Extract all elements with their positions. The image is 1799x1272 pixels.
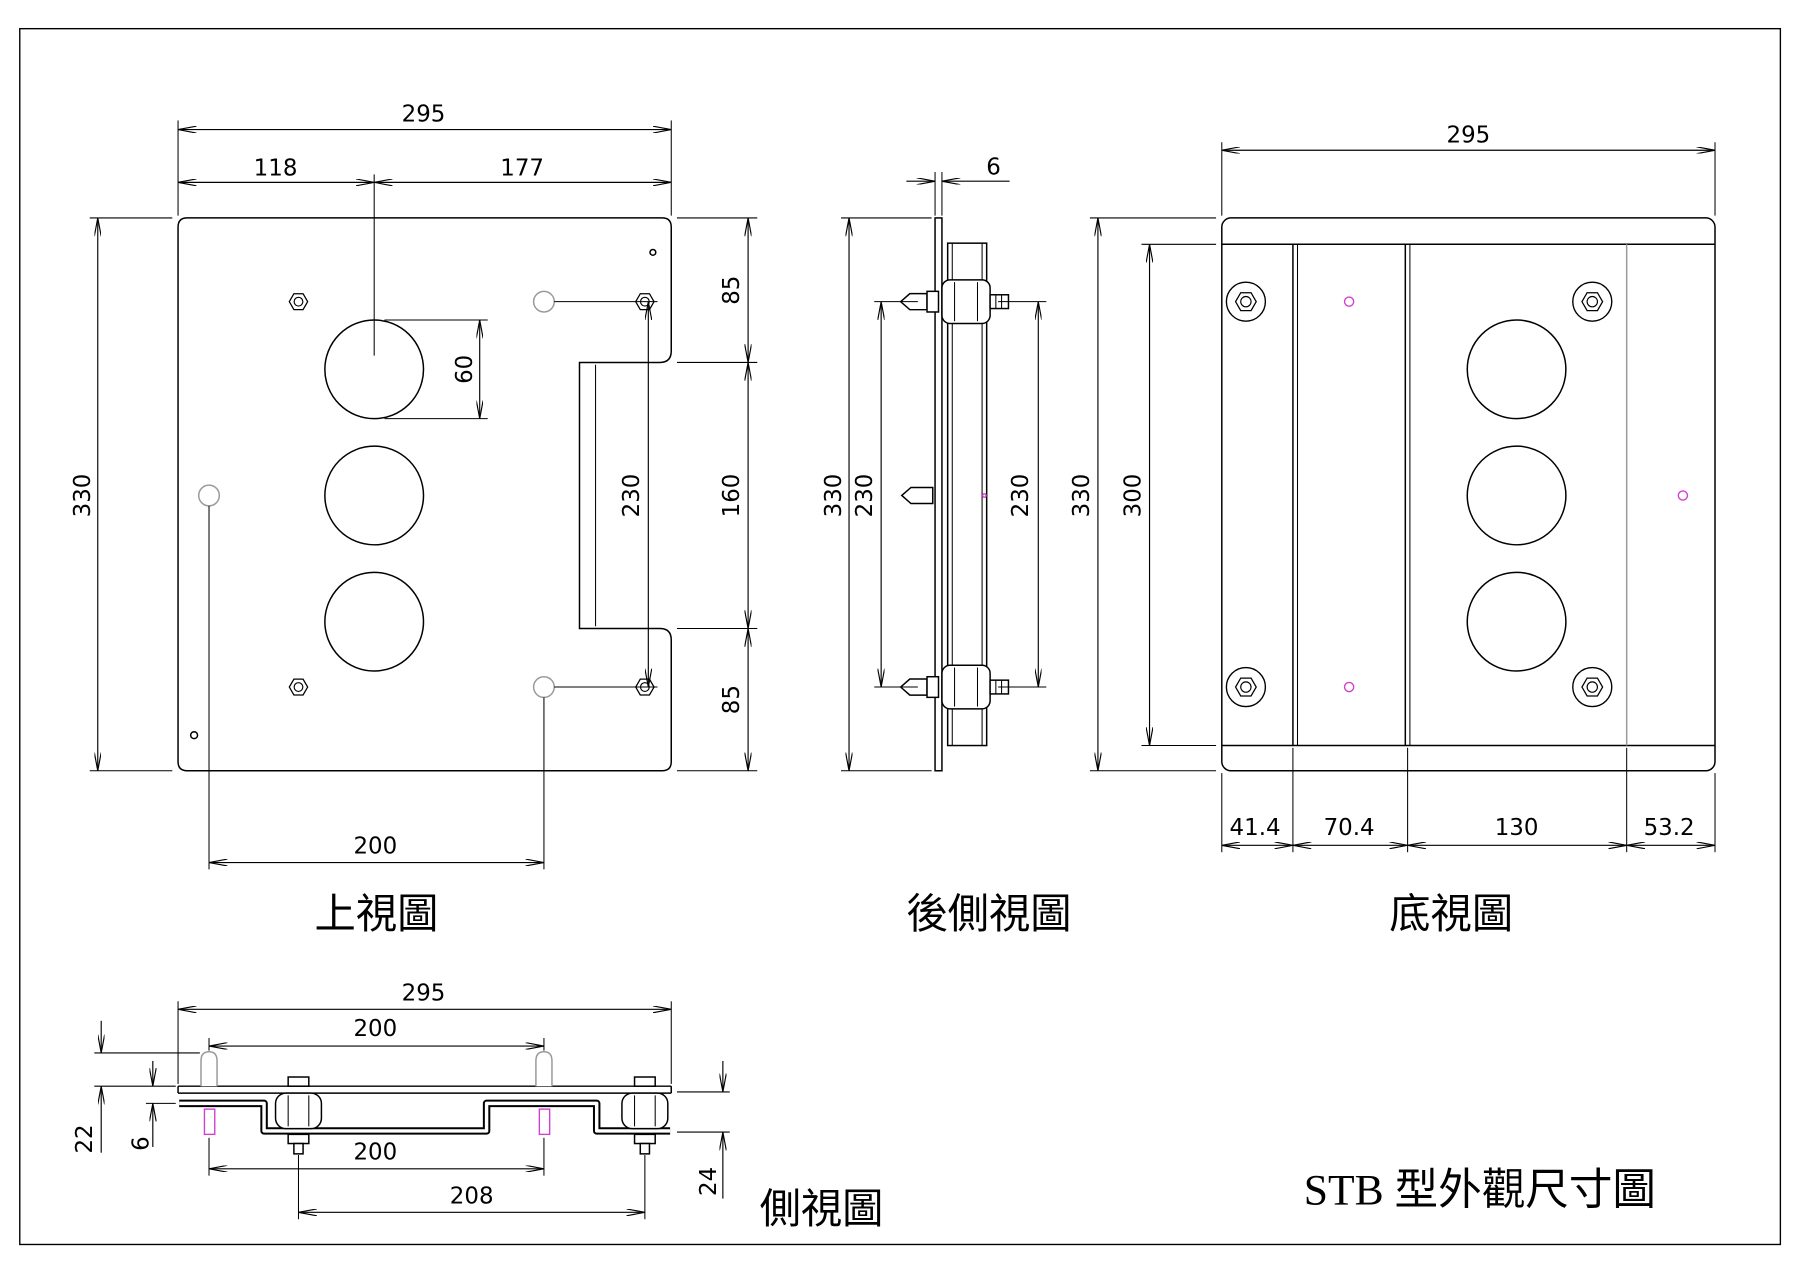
top-plate-outline xyxy=(177,217,672,772)
dim-left-to-hole-label: 118 xyxy=(254,156,298,182)
washer-bolt-icon xyxy=(1225,281,1267,322)
cable-hole-3 xyxy=(324,571,425,672)
marker-hole xyxy=(1677,490,1689,501)
rubber-mount-body xyxy=(941,279,991,325)
top-view: 295 118 177 330 60 230 85 160 85 200 上視圖 xyxy=(70,102,758,938)
rubber-mount-body xyxy=(621,1092,669,1130)
cable-hole-2 xyxy=(324,445,425,546)
pin-hole xyxy=(532,290,556,313)
pin-stub xyxy=(538,1108,551,1136)
dim-hole-dia-label: 60 xyxy=(452,355,478,384)
rear-body xyxy=(946,242,988,747)
hex-nut-icon xyxy=(288,293,309,311)
dim-pin-height-label: 22 xyxy=(72,1124,98,1153)
pin-hole xyxy=(197,484,221,507)
rubber-mount-body xyxy=(941,664,991,710)
bottom-view: 295 330 300 41.4 70.4 130 53.2 底視圖 xyxy=(1069,122,1716,938)
washer-bolt-icon xyxy=(1572,666,1613,708)
guide-pin xyxy=(535,1051,553,1087)
marker-dot xyxy=(981,493,987,498)
side-rubber-mount-left xyxy=(274,1076,323,1155)
bottom-view-title: 底視圖 xyxy=(1389,890,1513,938)
pin-stub xyxy=(203,1108,216,1136)
guide-pin xyxy=(200,1051,218,1087)
rear-plate xyxy=(934,217,943,772)
side-rubber-mount-right xyxy=(621,1076,669,1155)
dim-height-label: 330 xyxy=(70,474,96,518)
drawing-frame xyxy=(19,27,1782,1246)
washer-bolt-icon xyxy=(1572,281,1613,322)
dim-bolt-right-label: 230 xyxy=(1008,474,1034,518)
dim-pin-spacing-label: 200 xyxy=(353,833,397,859)
top-view-title: 上視圖 xyxy=(315,890,439,938)
small-hole xyxy=(649,248,657,256)
rear-view-title: 後側視圖 xyxy=(906,890,1071,938)
dim-segment-1-label: 41.4 xyxy=(1230,815,1281,841)
dim-top-margin-label: 85 xyxy=(719,276,745,305)
dim-bolt-left-label: 230 xyxy=(852,474,878,518)
center-pin xyxy=(900,486,934,505)
dim-height-label: 330 xyxy=(1069,474,1095,518)
dim-width-label: 295 xyxy=(1447,122,1491,148)
dim-inner-height-label: 300 xyxy=(1120,474,1146,518)
dim-segment-4-label: 53.2 xyxy=(1644,815,1695,841)
dim-pin-top-label: 200 xyxy=(353,1016,397,1042)
nut-top xyxy=(287,1076,310,1087)
cable-hole-1 xyxy=(1466,319,1567,420)
dim-bottom-margin-label: 85 xyxy=(719,685,745,714)
side-view-title: 側視圖 xyxy=(760,1185,884,1233)
marker-hole xyxy=(1343,681,1355,693)
side-channel-inner xyxy=(179,1101,671,1133)
cable-hole-3 xyxy=(1466,571,1567,672)
dim-height-label: 330 xyxy=(821,474,847,518)
nut-bottom xyxy=(633,1133,656,1145)
dim-pin-bottom-label: 200 xyxy=(353,1140,397,1166)
dim-width-label: 295 xyxy=(402,102,446,128)
nut xyxy=(926,675,940,699)
dim-width-label: 295 xyxy=(402,980,446,1006)
hex-nut-icon xyxy=(288,678,309,696)
dim-mount-spacing-label: 208 xyxy=(450,1183,494,1209)
small-hole xyxy=(189,731,199,740)
nut xyxy=(926,290,940,313)
washer-bolt-icon xyxy=(1225,666,1267,708)
bolt-shaft xyxy=(639,1142,651,1155)
dim-plate-label: 6 xyxy=(128,1136,154,1151)
rubber-mount-body xyxy=(274,1092,323,1130)
dim-hole-to-right-label: 177 xyxy=(500,156,544,182)
nut-bottom xyxy=(287,1133,310,1145)
dim-depth-label: 24 xyxy=(696,1167,722,1196)
dim-segment-3-label: 130 xyxy=(1495,815,1539,841)
drawing-title: STB 型外觀尺寸圖 xyxy=(1304,1167,1656,1215)
dim-thickness-label: 6 xyxy=(986,154,1001,180)
dim-bolt-spacing-label: 230 xyxy=(619,474,645,518)
nut-top xyxy=(633,1076,656,1087)
side-view: 295 200 22 6 200 208 24 側視圖 xyxy=(72,980,883,1233)
pin-hole xyxy=(532,675,556,699)
bottom-plate-outline xyxy=(1221,217,1716,772)
dim-notch-label: 160 xyxy=(719,474,745,518)
bolt-shaft xyxy=(293,1142,304,1155)
dim-segment-2-label: 70.4 xyxy=(1324,815,1375,841)
rear-view: 6 330 230 230 後側視圖 xyxy=(821,154,1071,938)
marker-hole xyxy=(1343,296,1355,307)
cable-hole-2 xyxy=(1466,445,1567,546)
